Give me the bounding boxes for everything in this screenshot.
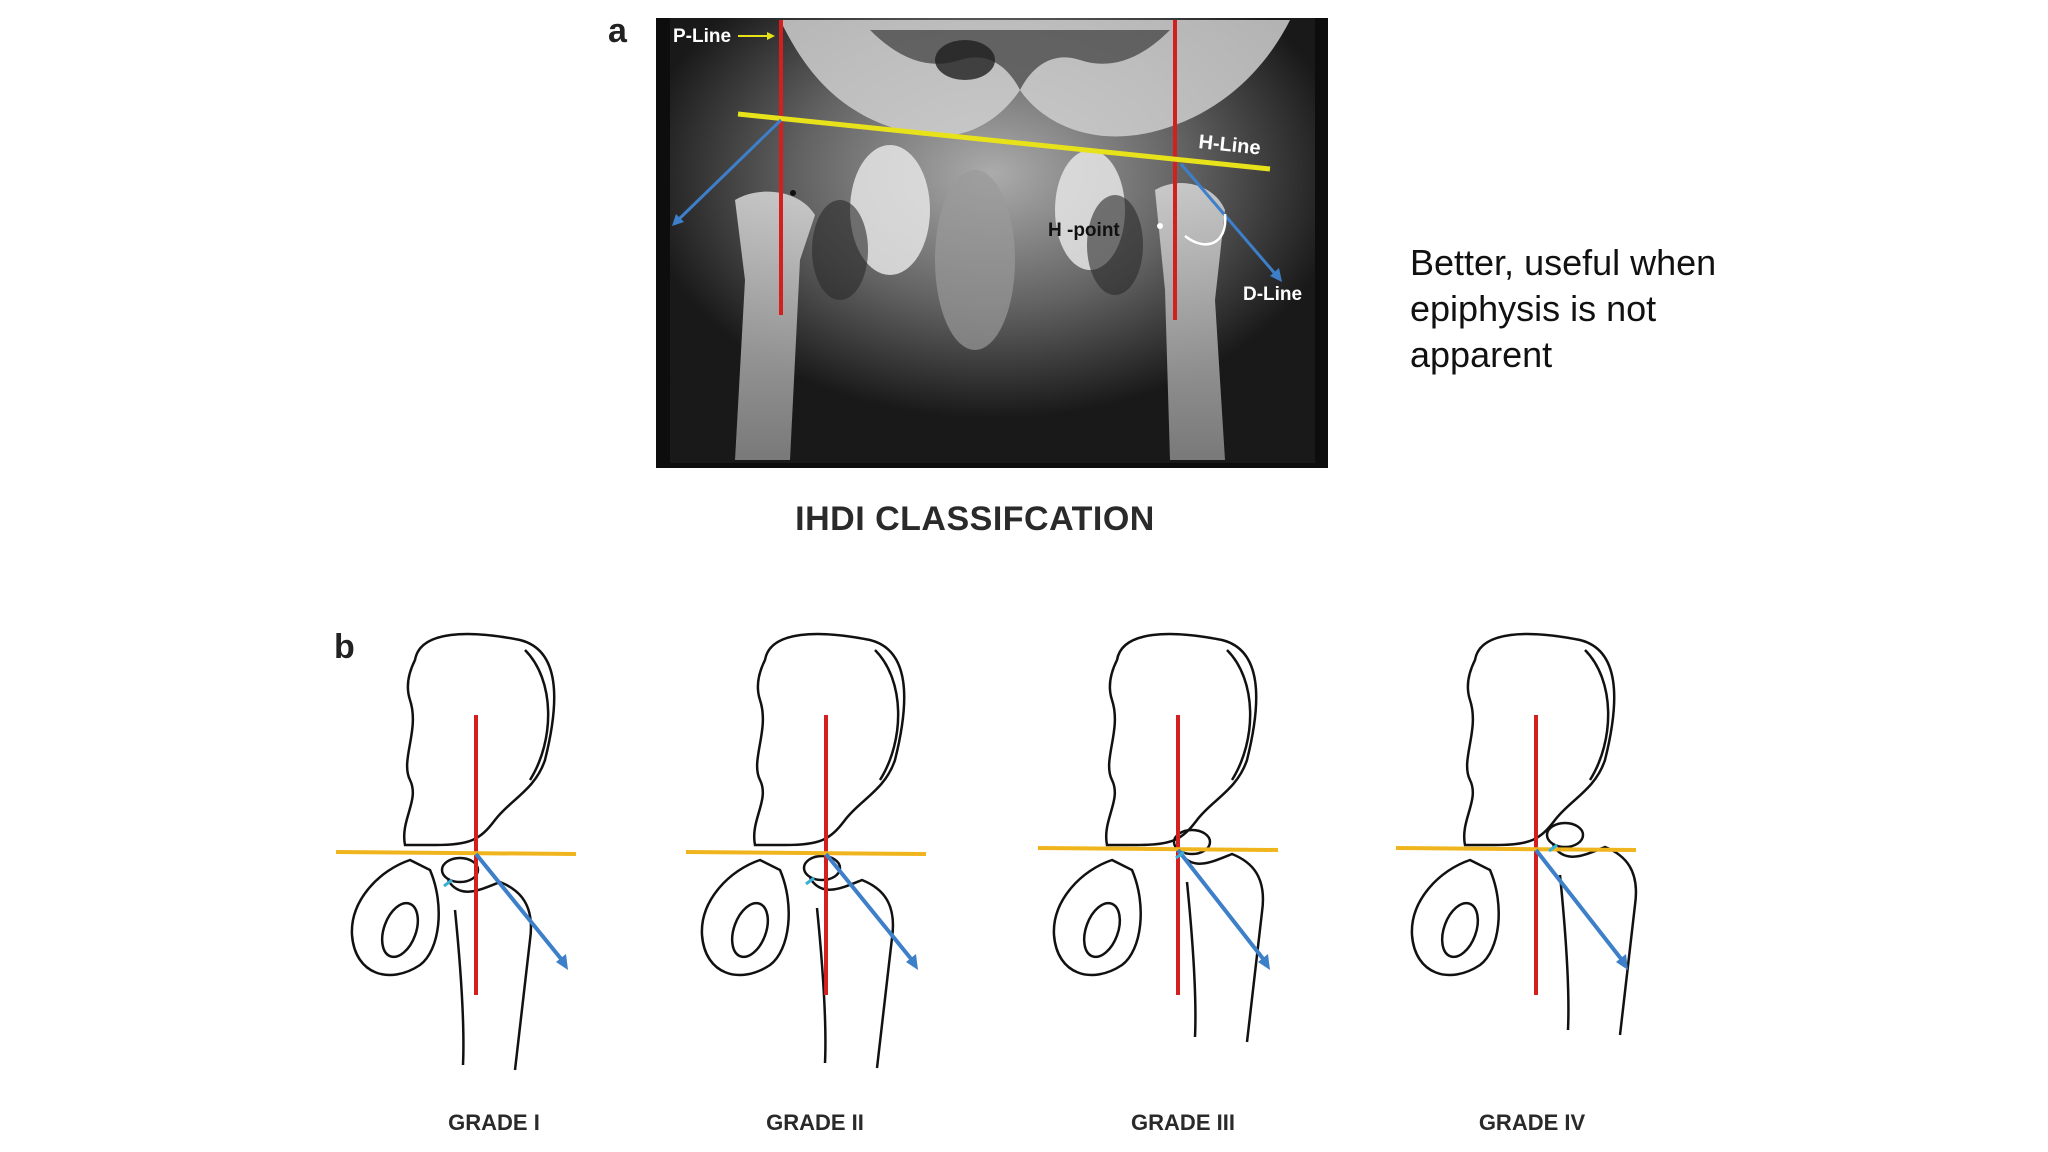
grade-4-femoral-head (1545, 821, 1585, 849)
grade-3-d-line (1176, 848, 1266, 962)
grade-label-3: GRADE III (1131, 1110, 1235, 1135)
grade-1-d-line (474, 852, 564, 962)
grade-1-ischium (350, 858, 440, 977)
grade-4-d-line (1534, 848, 1624, 962)
grade-3-ilium (1104, 632, 1258, 847)
grade-4-d-line-arrow (1616, 954, 1628, 970)
grade-3-h-line (1037, 846, 1279, 852)
grade-3-h-point-arrow (1175, 850, 1185, 860)
grade-4-diagram (1395, 632, 1638, 1036)
grade-4-obturator (1440, 901, 1480, 959)
grade-2-femoral-head (802, 854, 842, 882)
grade-2-diagram (685, 632, 927, 1069)
grade-1-diagram (335, 632, 577, 1071)
p-line-label: P-Line (673, 26, 731, 47)
grade-1-femoral-head (440, 856, 480, 884)
grade-1-h-point-arrow (443, 878, 453, 888)
grade-3-obturator (1082, 901, 1122, 959)
grade-label-2: GRADE II (766, 1110, 864, 1135)
grade-2-femur (808, 877, 895, 1069)
grade-3-ilium-inner (1226, 649, 1252, 781)
grade-2-obturator (730, 901, 770, 959)
grade-1-obturator (380, 901, 420, 959)
grade-2-h-line (685, 850, 927, 856)
grade-3-femur (1178, 851, 1265, 1043)
panel-b-letter: b (334, 628, 355, 666)
grade-1-h-line (335, 850, 577, 856)
grade-3-ischium (1052, 858, 1142, 977)
grade-1-ilium-inner (524, 649, 550, 781)
h-point-label: H -point (1048, 220, 1120, 241)
grade-1-d-line-arrow (556, 954, 568, 970)
grade-1-ilium (402, 632, 556, 847)
d-line-label: D-Line (1243, 284, 1302, 305)
grade-label-1: GRADE I (448, 1110, 540, 1135)
grade-2-ilium-inner (874, 649, 900, 781)
grade-4-ischium (1410, 858, 1500, 977)
grade-2-d-line-arrow (906, 954, 918, 970)
grade-3-d-line-arrow (1258, 954, 1270, 970)
grade-3-diagram (1037, 632, 1279, 1043)
grade-2-h-point-arrow (805, 876, 815, 886)
grade-4-ilium-inner (1584, 649, 1610, 781)
classification-title: IHDI CLASSIFCATION (795, 500, 1155, 538)
grade-4-h-line (1395, 846, 1637, 852)
grade-2-ilium (752, 632, 906, 847)
side-note: Better, useful when epiphysis is not app… (1410, 242, 1717, 375)
grade-3-femoral-head (1172, 828, 1212, 856)
grade-diagrams (335, 632, 1638, 1071)
panel-a-letter: a (608, 12, 627, 50)
grade-4-femur (1551, 844, 1638, 1036)
grade-2-ischium (700, 858, 790, 977)
grade-4-h-point-arrow (1548, 843, 1558, 853)
grade-2-d-line (824, 852, 914, 962)
grade-4-ilium (1462, 632, 1616, 847)
grade-label-4: GRADE IV (1478, 1110, 1586, 1135)
